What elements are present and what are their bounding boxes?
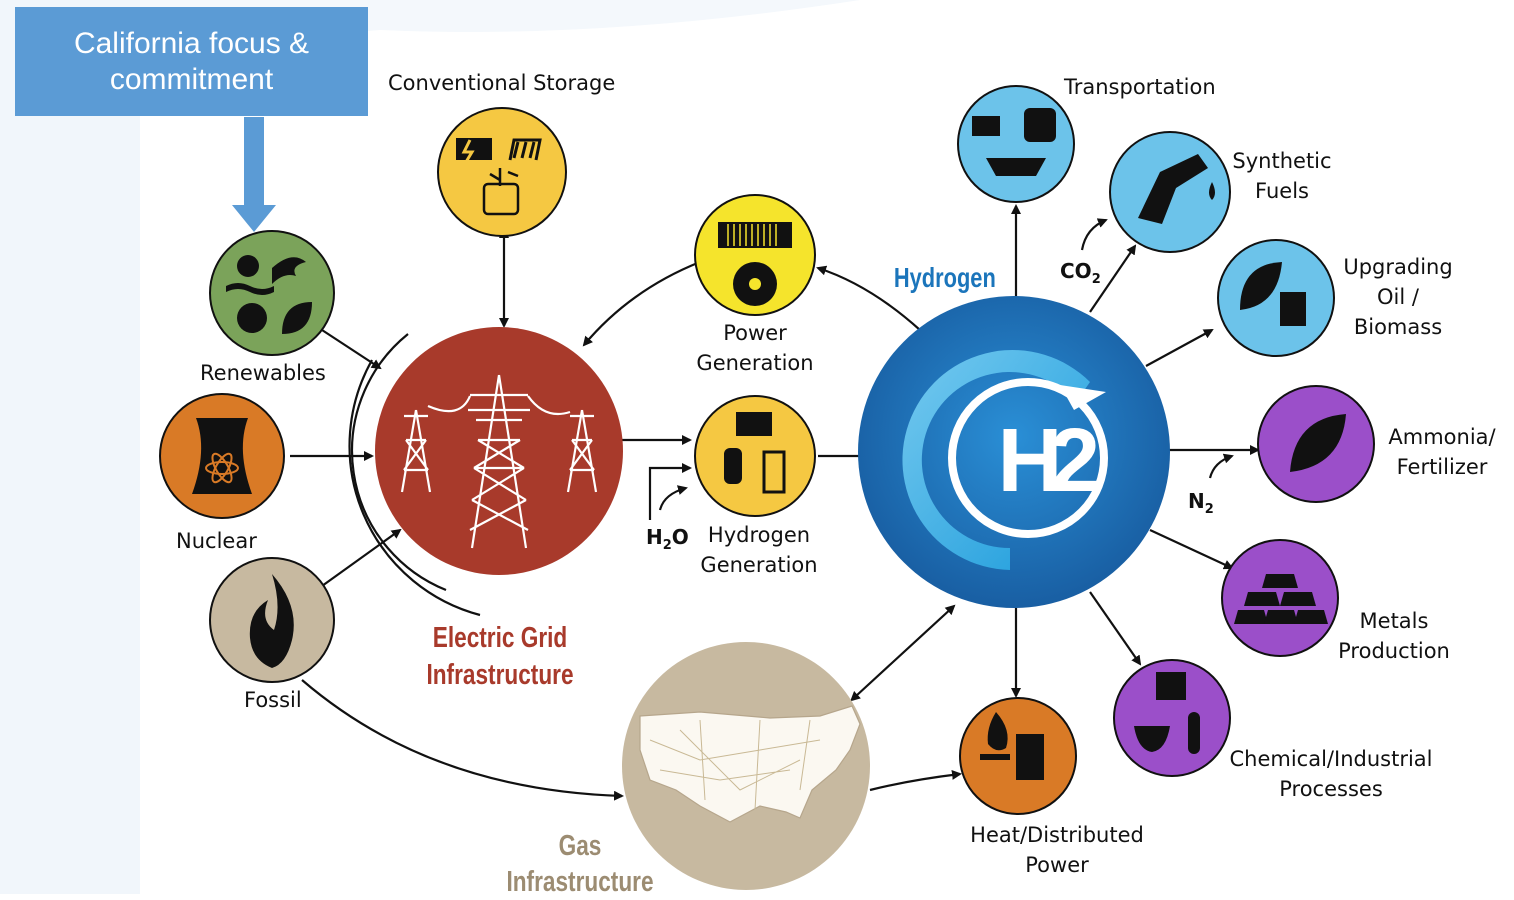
chemical-label: Chemical/Industrial Processes: [1226, 744, 1436, 804]
transmission-tower-icon: [400, 374, 598, 549]
fuel-cell-icon: [718, 222, 792, 248]
synthetic-fuels-line2: Fuels: [1255, 179, 1309, 203]
flame-icon: [987, 712, 1008, 751]
hydrogen-generation-node: [694, 395, 816, 517]
sun-icon: [237, 255, 259, 277]
gas-line2: Infrastructure: [506, 866, 654, 898]
h2-symbol: H: [998, 411, 1063, 511]
conventional-storage-node: [437, 107, 567, 237]
electrolyzer-icon: [736, 412, 772, 436]
nuclear-label: Nuclear: [176, 529, 257, 553]
ammonia-label: Ammonia/ Fertilizer: [1380, 422, 1504, 482]
power-generation-node: [694, 194, 816, 316]
gas-infrastructure-node: [622, 642, 870, 890]
leaf-icon: [282, 302, 312, 334]
gas-infrastructure-label: Gas Infrastructure: [502, 828, 658, 900]
n2-label: N2: [1188, 489, 1214, 517]
ammonia-line1: Ammonia/: [1388, 425, 1496, 449]
callout-line1: California focus &: [73, 26, 310, 60]
hydrogen-generation-line2: Generation: [700, 553, 818, 577]
heat-line1: Heat/Distributed: [970, 823, 1144, 847]
gas-line1: Gas: [558, 830, 602, 862]
upgrading-line1: Upgrading: [1343, 255, 1453, 279]
power-generation-label: Power Generation: [690, 318, 820, 378]
connector-lines: [290, 204, 1260, 801]
metals-node: [1221, 539, 1339, 657]
storage-tank-icon: [482, 168, 520, 216]
power-generation-line1: Power: [723, 321, 787, 345]
fuel-nozzle-icon: [1138, 154, 1208, 224]
geothermal-icon: [237, 303, 267, 333]
leaf-icon: [1240, 262, 1282, 310]
conventional-storage-label: Conventional Storage: [388, 71, 616, 95]
leaf-icon: [1290, 414, 1346, 472]
fossil-node: [209, 557, 335, 683]
transportation-node: [957, 85, 1075, 203]
metal-ingots-icon: [1234, 574, 1328, 624]
electric-grid-label: Electric Grid Infrastructure: [422, 620, 578, 694]
chemical-line2: Processes: [1279, 777, 1383, 801]
pumped-hydro-icon: [508, 138, 542, 161]
usa-map-icon: [639, 705, 861, 823]
battery-icon: [456, 138, 492, 163]
truck-icon: [972, 116, 1000, 136]
heat-label: Heat/Distributed Power: [962, 820, 1152, 880]
upgrading-node: [1217, 239, 1335, 357]
factory-icon: [1156, 672, 1186, 700]
ship-icon: [986, 158, 1046, 176]
mortar-icon: [1134, 726, 1170, 752]
ammonia-node: [1257, 385, 1375, 503]
electric-grid-node: [375, 327, 623, 575]
reformer-icon: [724, 448, 742, 484]
renewables-node: [209, 230, 335, 356]
hydrogen-label: Hydrogen: [893, 262, 996, 293]
h2o-label: H2O: [646, 525, 689, 553]
metals-line2: Production: [1338, 639, 1450, 663]
metals-line1: Metals: [1359, 609, 1429, 633]
transportation-label: Transportation: [1064, 75, 1216, 99]
oil-barrel-icon: [1280, 292, 1306, 326]
building-icon: [1016, 734, 1044, 780]
atom-icon: [205, 452, 239, 484]
power-generation-line2: Generation: [696, 351, 814, 375]
nuclear-node: [159, 393, 285, 519]
hydrogen-generation-line1: Hydrogen: [707, 523, 811, 547]
cooling-tower-icon: [192, 418, 252, 494]
heat-node: [959, 697, 1077, 815]
train-icon: [1024, 108, 1056, 142]
synthetic-fuels-line1: Synthetic: [1232, 149, 1332, 173]
upgrading-line3: Biomass: [1353, 315, 1443, 339]
upgrading-line2: Oil /: [1377, 285, 1419, 309]
hydrogen-hub-node: H 2: [858, 296, 1170, 608]
fossil-label: Fossil: [244, 688, 302, 712]
synthetic-fuels-node: [1109, 131, 1231, 253]
renewables-label: Renewables: [200, 361, 326, 385]
electric-grid-line1: Electric Grid: [432, 622, 568, 654]
tank-icon: [762, 450, 786, 494]
california-callout: California focus & commitment: [15, 7, 368, 116]
metals-label: Metals Production: [1334, 606, 1454, 666]
wind-icon: [272, 257, 306, 284]
test-tube-icon: [1188, 712, 1200, 754]
synthetic-fuels-label: Synthetic Fuels: [1230, 146, 1334, 206]
ammonia-line2: Fertilizer: [1396, 455, 1488, 479]
hydrogen-generation-label: Hydrogen Generation: [694, 520, 824, 580]
co2-label: CO2: [1060, 259, 1101, 287]
water-wave-icon: [226, 283, 274, 295]
electric-grid-line2: Infrastructure: [426, 659, 574, 691]
callout-arrow: [232, 117, 276, 232]
chemical-line1: Chemical/Industrial: [1229, 747, 1433, 771]
upgrading-label: Upgrading Oil / Biomass: [1338, 252, 1458, 342]
flame-icon: [249, 574, 294, 668]
callout-line2: commitment: [109, 62, 274, 96]
chemical-node: [1113, 659, 1231, 777]
h2-symbol-number: 2: [1050, 411, 1100, 511]
heat-line2: Power: [1025, 853, 1089, 877]
